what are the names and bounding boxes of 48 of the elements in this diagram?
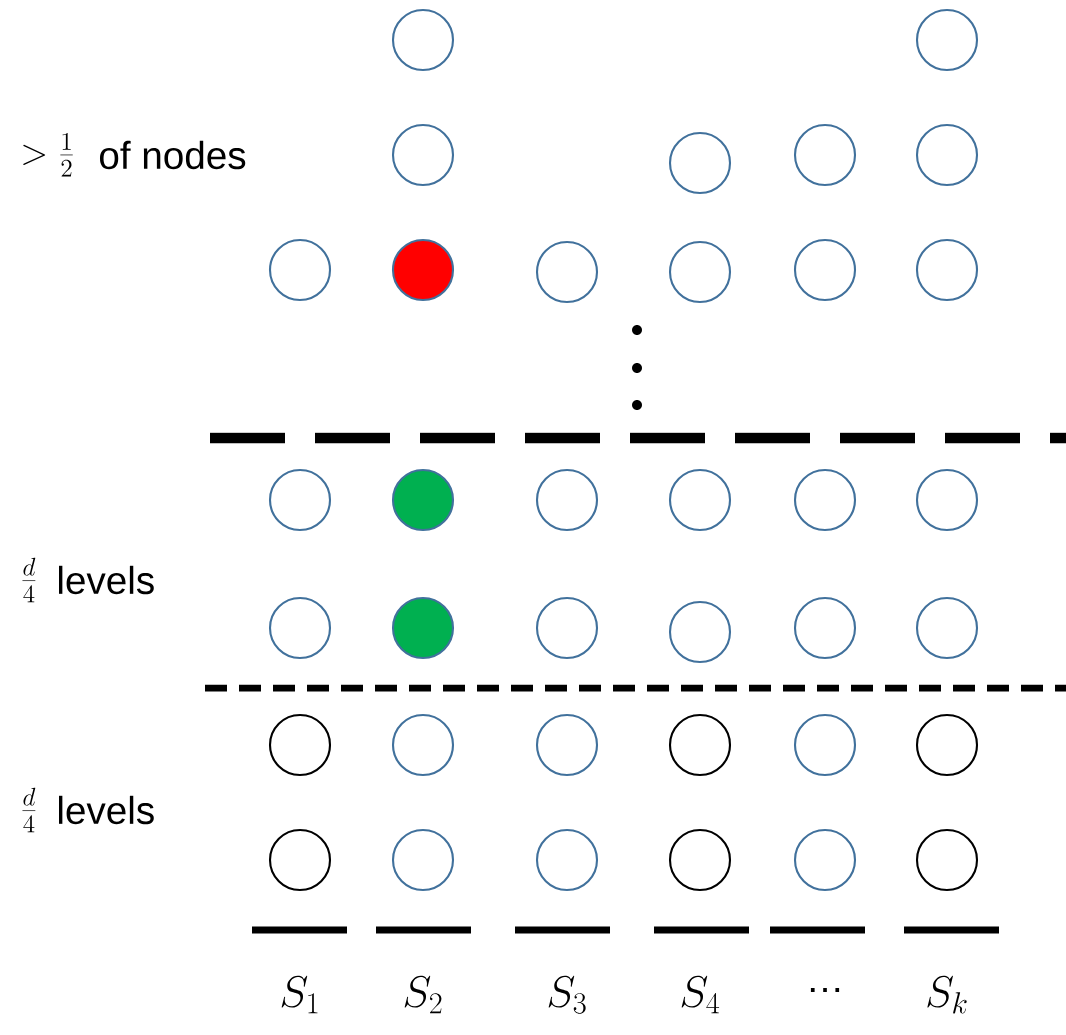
set-label: $S_k$ — [927, 975, 967, 1014]
filled-circle — [391, 238, 455, 302]
circle — [535, 713, 599, 777]
circle — [535, 828, 599, 892]
circle — [793, 596, 857, 660]
set-label: $S_3$ — [548, 975, 586, 1014]
circle — [915, 828, 979, 892]
circle — [391, 713, 455, 777]
circle — [268, 238, 332, 302]
circle — [268, 596, 332, 660]
label-text: levels — [58, 565, 154, 595]
circle — [668, 713, 732, 777]
circle — [915, 596, 979, 660]
label-text: levels — [58, 795, 154, 825]
filled-circle — [391, 596, 455, 660]
circle — [668, 131, 732, 195]
circle — [668, 828, 732, 892]
circle — [793, 468, 857, 532]
circle — [391, 8, 455, 72]
set-label: $S_4$ — [681, 975, 720, 1014]
circle — [391, 123, 455, 187]
label-text: of nodes — [100, 140, 246, 170]
circle — [793, 828, 857, 892]
circle — [915, 238, 979, 302]
circle — [668, 468, 732, 532]
circle — [268, 468, 332, 532]
fraction: $\frac{d}{4}$ — [22, 557, 36, 603]
ellipsis: … — [810, 987, 840, 993]
set-label: $S_2$ — [404, 975, 442, 1014]
set-label: $S_1$ — [281, 975, 318, 1014]
circle — [915, 468, 979, 532]
circle — [535, 468, 599, 532]
filled-circle — [391, 468, 455, 532]
circle — [915, 8, 979, 72]
circle — [668, 240, 732, 304]
circle — [535, 240, 599, 304]
circle — [535, 596, 599, 660]
circle — [668, 600, 732, 664]
circle — [915, 713, 979, 777]
circle — [268, 713, 332, 777]
fraction: $>\frac{1}{2}$ — [23, 132, 73, 177]
circle — [268, 828, 332, 892]
fraction: $\frac{d}{4}$ — [22, 787, 36, 833]
circle — [391, 828, 455, 892]
circle — [793, 123, 857, 187]
circle — [793, 713, 857, 777]
circle — [915, 123, 979, 187]
circle — [793, 238, 857, 302]
